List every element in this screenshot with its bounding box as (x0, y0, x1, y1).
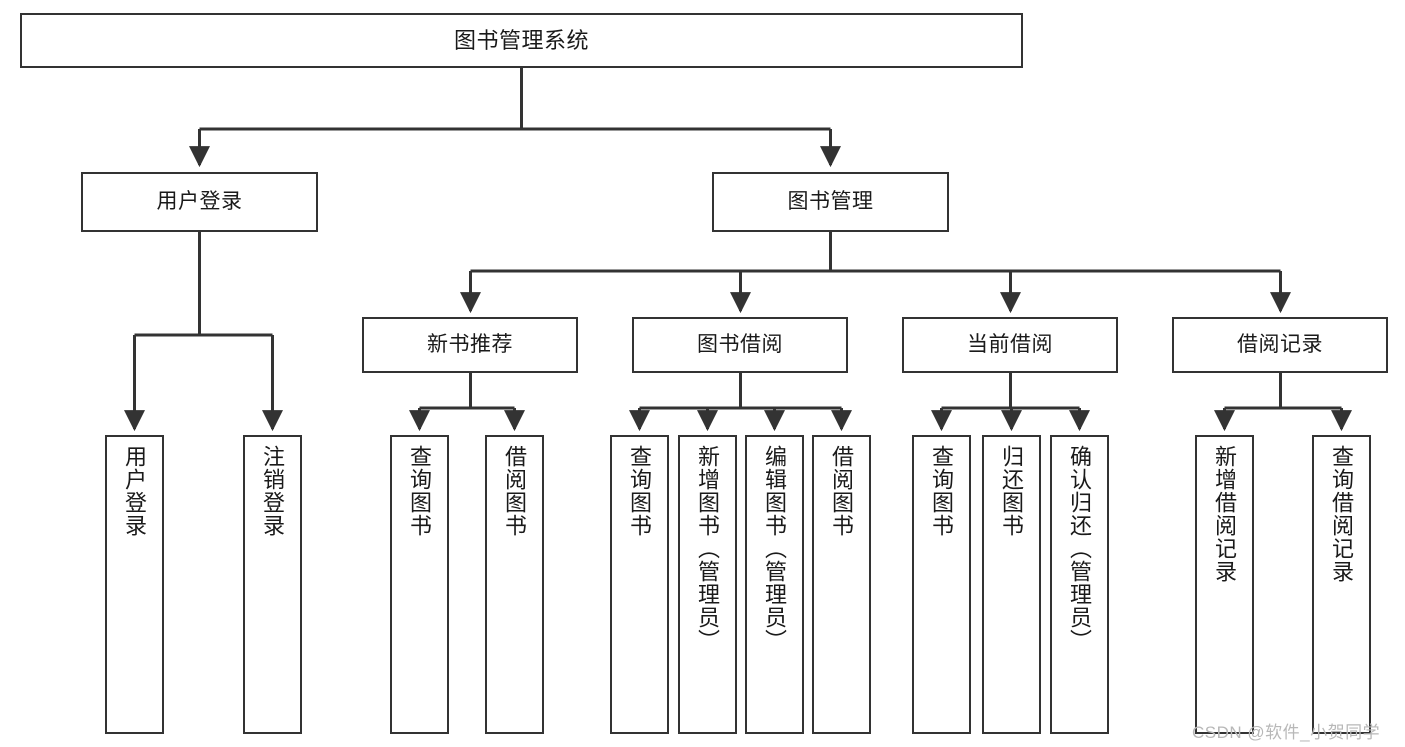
node-leaf-return-book-label: 归还图书 (999, 445, 1025, 537)
node-leaf-confirm-return[interactable]: 确认归还（管理员） (1050, 435, 1109, 734)
node-book-manage-label: 图书管理 (787, 189, 874, 213)
node-leaf-borrow-book-2-label: 借阅图书 (829, 445, 855, 537)
node-leaf-edit-book-label: 编辑图书（管理员） (762, 445, 788, 652)
node-leaf-borrow-book-1-label: 借阅图书 (502, 445, 528, 537)
node-leaf-borrow-book-2[interactable]: 借阅图书 (812, 435, 871, 734)
node-new-book-recommend-label: 新书推荐 (427, 332, 513, 356)
node-leaf-query-book-2-label: 查询图书 (627, 445, 653, 537)
watermark-text: CSDN @软件_小贺同学 (1192, 723, 1381, 742)
node-leaf-return-book[interactable]: 归还图书 (982, 435, 1041, 734)
node-leaf-user-login[interactable]: 用户登录 (105, 435, 164, 734)
node-user-login[interactable]: 用户登录 (81, 172, 318, 232)
node-leaf-borrow-book-1[interactable]: 借阅图书 (485, 435, 544, 734)
node-leaf-edit-book[interactable]: 编辑图书（管理员） (745, 435, 804, 734)
node-leaf-query-book-1[interactable]: 查询图书 (390, 435, 449, 734)
node-leaf-query-book-2[interactable]: 查询图书 (610, 435, 669, 734)
node-leaf-query-borrow-record[interactable]: 查询借阅记录 (1312, 435, 1371, 734)
node-book-borrow[interactable]: 图书借阅 (632, 317, 848, 373)
node-leaf-add-borrow-record-label: 新增借阅记录 (1212, 445, 1238, 583)
node-root-label: 图书管理系统 (453, 27, 589, 53)
node-leaf-confirm-return-label: 确认归还（管理员） (1067, 445, 1093, 652)
node-leaf-query-book-3-label: 查询图书 (929, 445, 955, 537)
node-current-borrow[interactable]: 当前借阅 (902, 317, 1118, 373)
node-borrow-record[interactable]: 借阅记录 (1172, 317, 1388, 373)
node-leaf-add-book[interactable]: 新增图书（管理员） (678, 435, 737, 734)
node-leaf-query-borrow-record-label: 查询借阅记录 (1329, 445, 1355, 583)
node-root[interactable]: 图书管理系统 (20, 13, 1023, 68)
node-leaf-logout-label: 注销登录 (260, 445, 286, 537)
node-leaf-query-book-3[interactable]: 查询图书 (912, 435, 971, 734)
node-user-login-label: 用户登录 (156, 189, 243, 213)
node-current-borrow-label: 当前借阅 (967, 332, 1053, 356)
node-leaf-logout[interactable]: 注销登录 (243, 435, 302, 734)
node-leaf-query-book-1-label: 查询图书 (407, 445, 433, 537)
node-leaf-add-borrow-record[interactable]: 新增借阅记录 (1195, 435, 1254, 734)
node-book-manage[interactable]: 图书管理 (712, 172, 949, 232)
node-leaf-user-login-label: 用户登录 (122, 445, 148, 537)
node-borrow-record-label: 借阅记录 (1237, 332, 1323, 356)
node-book-borrow-label: 图书借阅 (697, 332, 783, 356)
node-leaf-add-book-label: 新增图书（管理员） (695, 445, 721, 652)
node-new-book-recommend[interactable]: 新书推荐 (362, 317, 578, 373)
